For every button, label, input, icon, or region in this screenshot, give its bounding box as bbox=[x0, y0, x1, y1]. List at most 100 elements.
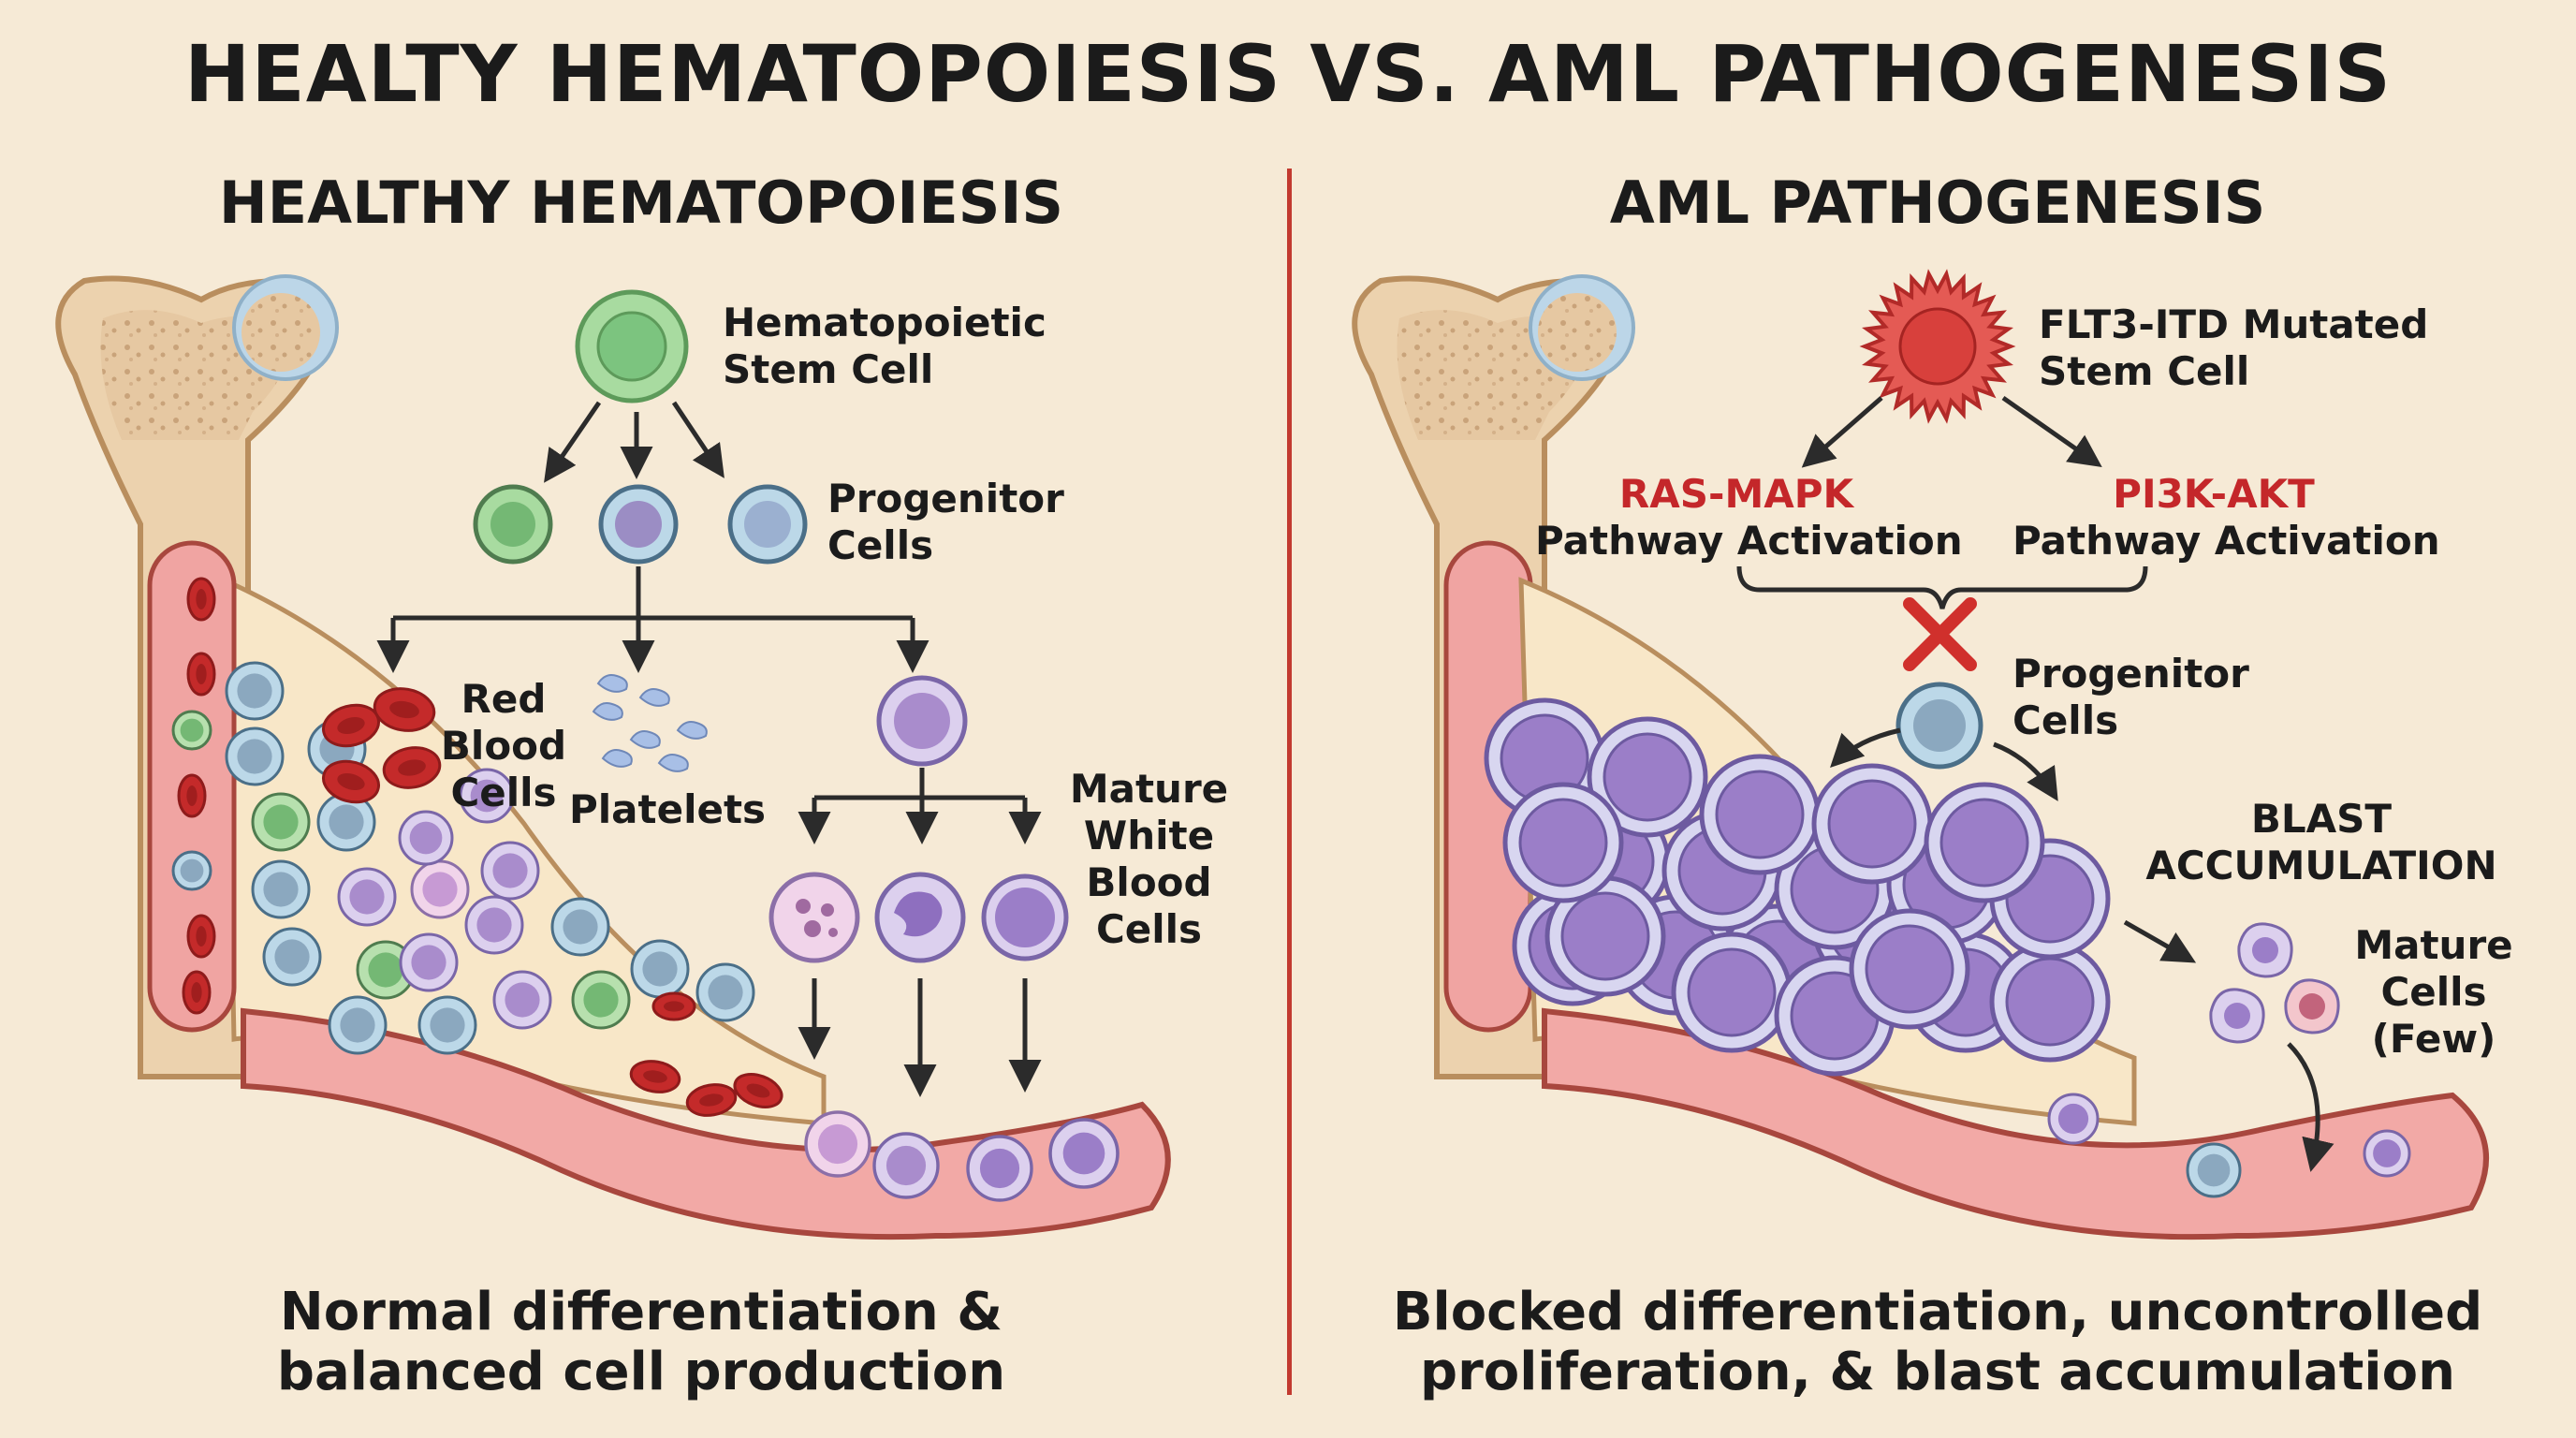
red-blood-cell bbox=[373, 687, 436, 732]
ras-mapk-label: RAS-MAPK Pathway Activation bbox=[1535, 471, 1963, 564]
marrow-cell bbox=[417, 995, 477, 1055]
arrow-mature-to-vessel bbox=[2287, 1042, 2334, 1172]
platelet bbox=[592, 702, 623, 721]
leukemic-blast-cell bbox=[1811, 763, 1933, 885]
blast-accumulation-label: BLAST ACCUMULATION bbox=[2145, 796, 2497, 888]
arrow-to-ras-mapk bbox=[1801, 396, 1883, 468]
arrow-blasts-to-mature bbox=[2123, 919, 2197, 963]
marrow-cell bbox=[695, 962, 755, 1022]
marrow-cell bbox=[550, 897, 610, 957]
rbc-label: Red Blood Cells bbox=[440, 676, 567, 815]
leukemic-blast-cell bbox=[1587, 716, 1708, 838]
platelet bbox=[629, 730, 661, 749]
marrow-cell bbox=[251, 859, 311, 919]
right-panel-heading: AML PATHOGENESIS bbox=[1609, 169, 2266, 237]
arrow-stem-to-progenitor-1 bbox=[544, 401, 602, 483]
pi3k-akt-name: PI3K-AKT bbox=[2113, 471, 2315, 517]
left-caption: Normal differentiation & balanced cell p… bbox=[276, 1282, 1006, 1402]
arrow-progenitor-to-right bbox=[1993, 741, 2058, 801]
marrow-cell bbox=[399, 932, 459, 992]
red-blood-cell bbox=[177, 773, 207, 818]
platelet bbox=[676, 721, 708, 740]
hematopoietic-stem-cell-nucleus bbox=[596, 311, 667, 382]
vessel-mature-cell bbox=[2186, 1142, 2242, 1198]
vessel-neutrophil bbox=[804, 1110, 871, 1178]
platelet bbox=[657, 754, 689, 772]
marrow-cell bbox=[171, 710, 212, 751]
red-blood-cell bbox=[733, 1073, 783, 1108]
leukemic-blast-cell bbox=[1544, 875, 1666, 997]
leukemic-blast-cell bbox=[1502, 782, 1624, 903]
stem-cell-label: Hematopoietic Stem Cell bbox=[723, 300, 1046, 392]
mature-cells-few bbox=[2209, 922, 2340, 1044]
leukemic-blast-cell bbox=[1699, 754, 1821, 875]
red-blood-cell bbox=[629, 1060, 681, 1093]
marrow-cell bbox=[410, 859, 470, 919]
marrow-cell bbox=[251, 792, 311, 852]
progenitor-cell-blue bbox=[598, 484, 679, 565]
marrow-cell bbox=[328, 995, 388, 1055]
lymphocyte-cell bbox=[981, 873, 1069, 961]
main-title: HEALTY HEMATOPOIESIS VS. AML PATHOGENESI… bbox=[184, 28, 2392, 120]
flt3-stem-cell-label: FLT3-ITD Mutated Stem Cell bbox=[2039, 301, 2429, 394]
marrow-cell bbox=[571, 970, 631, 1030]
red-blood-cell bbox=[322, 759, 380, 804]
marrow-cell bbox=[262, 927, 322, 987]
wbc-branch bbox=[814, 768, 1025, 800]
differentiation-block-x-icon bbox=[1903, 597, 1977, 671]
marrow-cell bbox=[225, 661, 285, 721]
vessel-mature-cell bbox=[2363, 1129, 2411, 1178]
marrow-cell bbox=[316, 792, 376, 852]
pi3k-akt-label: PI3K-AKT Pathway Activation bbox=[2012, 471, 2440, 564]
platelet bbox=[601, 749, 633, 768]
red-blood-cell bbox=[186, 577, 216, 622]
vessel-monocyte bbox=[872, 1132, 940, 1199]
progenitor-label: Progenitor Cells bbox=[827, 476, 1064, 568]
leukemic-blast-cell bbox=[1989, 941, 2111, 1063]
platelet bbox=[638, 688, 670, 707]
leukemic-blast-cell bbox=[1849, 908, 1970, 1030]
ras-mapk-name: RAS-MAPK bbox=[1618, 471, 1854, 517]
vessel-lymphocyte bbox=[1048, 1118, 1120, 1189]
marrow-cell bbox=[225, 726, 285, 786]
pathway-convergence-bracket bbox=[1736, 565, 2148, 609]
panel-divider bbox=[1287, 169, 1292, 1395]
red-blood-cell bbox=[186, 914, 216, 959]
arrow-to-pi3k-akt bbox=[2001, 395, 2102, 468]
red-blood-cell bbox=[182, 970, 212, 1015]
marrow-cell bbox=[171, 850, 212, 891]
platelets-label: Platelets bbox=[569, 786, 767, 832]
monocyte-cell bbox=[874, 872, 966, 963]
red-blood-cell-cluster bbox=[322, 687, 442, 804]
arrow-progenitor-to-blasts bbox=[1830, 727, 1901, 768]
red-blood-cell bbox=[651, 991, 696, 1021]
myeloid-precursor-cell bbox=[876, 675, 968, 767]
vessel-mature-cell bbox=[2047, 1093, 2100, 1145]
marrow-cell bbox=[459, 768, 515, 824]
marrow-cell bbox=[398, 810, 454, 866]
marrow-cell bbox=[464, 895, 524, 955]
mature-cell bbox=[2237, 922, 2293, 978]
right-vessel-cells bbox=[2047, 1093, 2411, 1198]
red-blood-cell bbox=[685, 1083, 738, 1117]
neutrophil-cell bbox=[768, 872, 860, 963]
leukemic-blast-cell bbox=[1671, 932, 1793, 1053]
mature-cell bbox=[2284, 978, 2340, 1034]
red-blood-cell bbox=[322, 703, 380, 748]
marrow-cell bbox=[630, 939, 690, 999]
red-blood-cell bbox=[186, 652, 216, 697]
red-blood-cell bbox=[382, 746, 442, 789]
flt3-itd-mutated-stem-cell bbox=[1859, 269, 2016, 424]
marrow-cell bbox=[337, 867, 397, 927]
progenitor-cell-green bbox=[473, 484, 553, 565]
aml-progenitor-label: Progenitor Cells bbox=[2012, 651, 2249, 743]
right-blood-vessel bbox=[1542, 1007, 2489, 1240]
progenitor-cell-teal bbox=[727, 484, 808, 565]
platelet bbox=[596, 674, 628, 693]
right-caption: Blocked differentiation, uncontrolled pr… bbox=[1392, 1282, 2483, 1402]
leukemic-blast-cell bbox=[1924, 782, 2045, 903]
mature-cell bbox=[2209, 988, 2265, 1044]
platelet-cluster bbox=[592, 674, 708, 772]
blast-cluster bbox=[1484, 697, 2111, 1077]
